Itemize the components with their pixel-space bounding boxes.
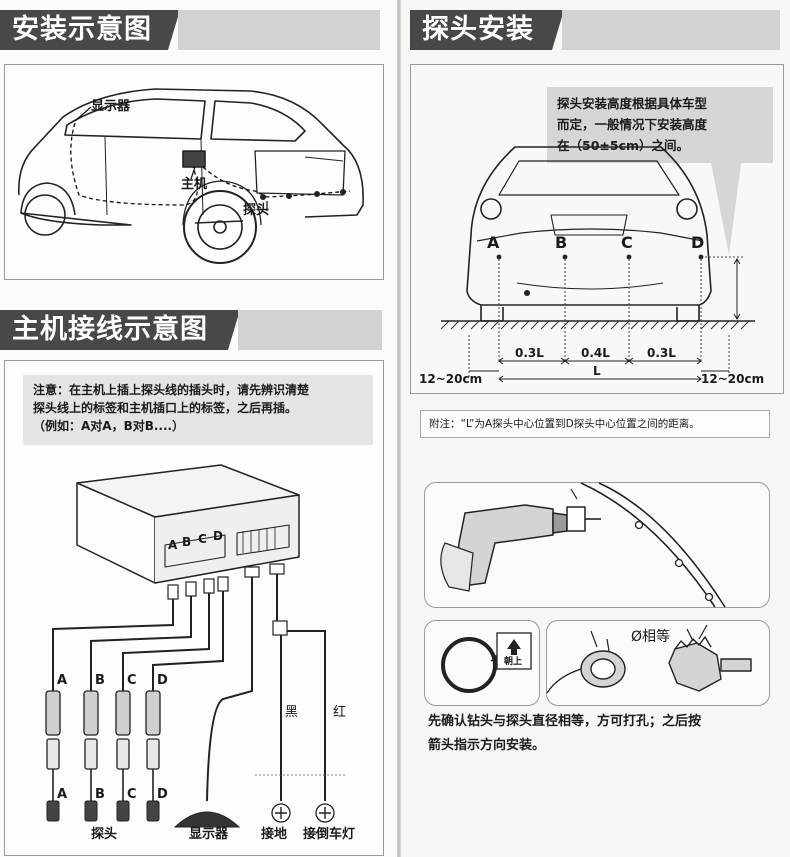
- bottom-label-ground: 接地: [261, 827, 288, 842]
- note-line: 而定，一般情况下安装高度: [557, 117, 708, 132]
- port-label: D: [213, 529, 223, 543]
- note-line: 探头安装高度根据具体车型: [557, 96, 708, 111]
- cable-label: A: [57, 673, 68, 688]
- drill-panel: [424, 482, 770, 608]
- port-label: A: [168, 538, 178, 552]
- section-header-install-diagram: 安装示意图: [0, 10, 180, 50]
- car-rear-illustration: [440, 146, 755, 383]
- note-line: 在（50±5cm）之间。: [557, 138, 690, 153]
- note-line: 注意：在主机上插上探头线的插头时，请先辨识清楚: [33, 383, 310, 397]
- label-display: 显示器: [91, 99, 131, 114]
- car-side-illustration: [18, 88, 364, 264]
- probe-point-label: B: [555, 233, 568, 252]
- probe-point-label: C: [621, 233, 633, 252]
- dim-side-right: 12~20cm: [701, 372, 765, 386]
- dim-seg1: 0.3L: [515, 346, 544, 360]
- dim-side-left: 12~20cm: [419, 372, 483, 386]
- distance-footnote-box: 附注：“L”为A探头中心位置到D探头中心位置之间的距离。: [420, 410, 770, 438]
- up-label: 朝上: [504, 657, 523, 667]
- dim-seg3: 0.3L: [647, 346, 676, 360]
- dim-seg2: 0.4L: [581, 346, 610, 360]
- bottom-label-reverse-light: 接倒车灯: [303, 827, 356, 842]
- wiring-illustration: [45, 464, 345, 828]
- wire-black-label: 黑: [285, 705, 299, 720]
- probe-label: B: [95, 787, 105, 802]
- distance-footnote: 附注：“L”为A探头中心位置到D探头中心位置之间的距离。: [429, 418, 700, 430]
- wiring-panel: 注意：在主机上插上探头线的插头时，请先辨识清楚 探头线上的标签和主机插口上的标签…: [4, 360, 384, 856]
- port-label: C: [198, 532, 207, 546]
- section-header-wiring-diagram: 主机接线示意图: [0, 310, 240, 350]
- diameter-check-panel: Ø相等: [546, 620, 770, 706]
- probe-point-label: A: [487, 233, 500, 252]
- probe-label: D: [157, 787, 168, 802]
- section-header-probe-install: 探头安装: [410, 10, 564, 50]
- orientation-illustration: [441, 632, 532, 693]
- height-note: 探头安装高度根据具体车型 而定，一般情况下安装高度 在（50±5cm）之间。: [547, 87, 773, 163]
- car-side-view-panel: 显示器 主机 探头: [4, 64, 384, 280]
- equal-diameter-label: Ø相等: [631, 629, 671, 645]
- probe-point-label: D: [691, 233, 705, 252]
- header-band: [238, 310, 382, 350]
- page-fold: [397, 0, 401, 857]
- cable-label: C: [127, 673, 137, 688]
- probe-label: C: [127, 787, 137, 802]
- bottom-label-probe: 探头: [91, 827, 118, 842]
- drill-caption-line2: 箭头指示方向安装。: [428, 738, 546, 753]
- probe-position-panel: 探头安装高度根据具体车型 而定，一般情况下安装高度 在（50±5cm）之间。: [410, 64, 784, 394]
- section-title: 安装示意图: [12, 14, 152, 45]
- probe-label: A: [57, 787, 68, 802]
- header-band: [562, 10, 780, 50]
- section-title: 主机接线示意图: [12, 314, 208, 345]
- label-main-unit: 主机: [181, 177, 208, 192]
- header-band: [178, 10, 380, 50]
- drill-caption-line1: 先确认钻头与探头直径相等，方可打孔；之后按: [428, 714, 702, 729]
- dim-total: L: [593, 364, 601, 378]
- note-line: 探头线上的标签和主机插口上的标签，之后再插。: [33, 401, 298, 415]
- cable-label: D: [157, 673, 168, 688]
- port-label: B: [182, 535, 192, 549]
- bottom-label-display: 显示器: [189, 827, 229, 842]
- note-line: （例如：A对A，B对B....）: [33, 419, 185, 433]
- label-probe: 探头: [243, 203, 270, 218]
- drill-illustration: [440, 482, 726, 608]
- section-title: 探头安装: [422, 14, 534, 45]
- diameter-illustration: [546, 624, 752, 694]
- cable-label: B: [95, 673, 105, 688]
- wire-red-label: 红: [333, 705, 347, 720]
- probe-orientation-panel: 朝上: [424, 620, 540, 706]
- wiring-caution-note: 注意：在主机上插上探头线的插头时，请先辨识清楚 探头线上的标签和主机插口上的标签…: [23, 375, 373, 445]
